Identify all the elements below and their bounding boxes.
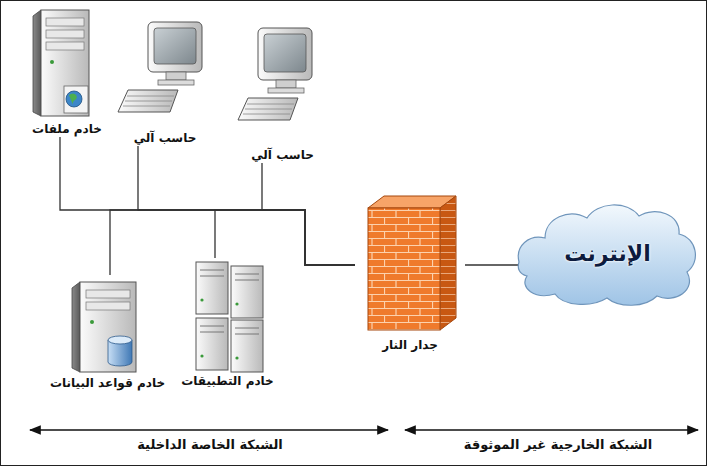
node-label: جدار النار (355, 337, 465, 353)
node-label: الإنترنت (564, 241, 650, 267)
firewall-icon (368, 196, 456, 330)
network-link (465, 264, 519, 265)
node-label: حاسب آلي (235, 147, 330, 163)
node-label: حاسب آلي (115, 130, 215, 146)
computer-icon (118, 22, 202, 112)
node-label: خادم ملفات (22, 121, 112, 137)
node-label: خادم قواعد البيانات (35, 375, 180, 391)
firewall: جدار النار (355, 192, 465, 353)
network-link (110, 210, 355, 275)
file-server-icon (33, 10, 89, 116)
network-link (138, 146, 355, 265)
computer: حاسب آلي (115, 18, 215, 146)
database-server-icon (72, 282, 136, 372)
database-server: خادم قواعد البيانات (35, 275, 180, 391)
node-label: خادم التطبيقات (177, 373, 278, 389)
file-server: خادم ملفات (22, 6, 112, 137)
application-server: خادم التطبيقات (177, 258, 278, 389)
internet-cloud: الإنترنت (515, 200, 700, 308)
network-link (215, 210, 355, 265)
computer: حاسب آلي (235, 22, 330, 163)
cloud-outline (518, 205, 695, 305)
application-server-icon (196, 262, 263, 372)
network-zone-label: الشبكة الخاصة الداخلية (134, 437, 286, 453)
range-arrow (405, 429, 698, 431)
network-zone-label: الشبكة الخارجية غير الموثوقة (461, 437, 655, 453)
range-arrow (30, 429, 388, 431)
network-link (60, 137, 355, 265)
network-link (262, 163, 355, 265)
computer-icon (238, 28, 312, 120)
